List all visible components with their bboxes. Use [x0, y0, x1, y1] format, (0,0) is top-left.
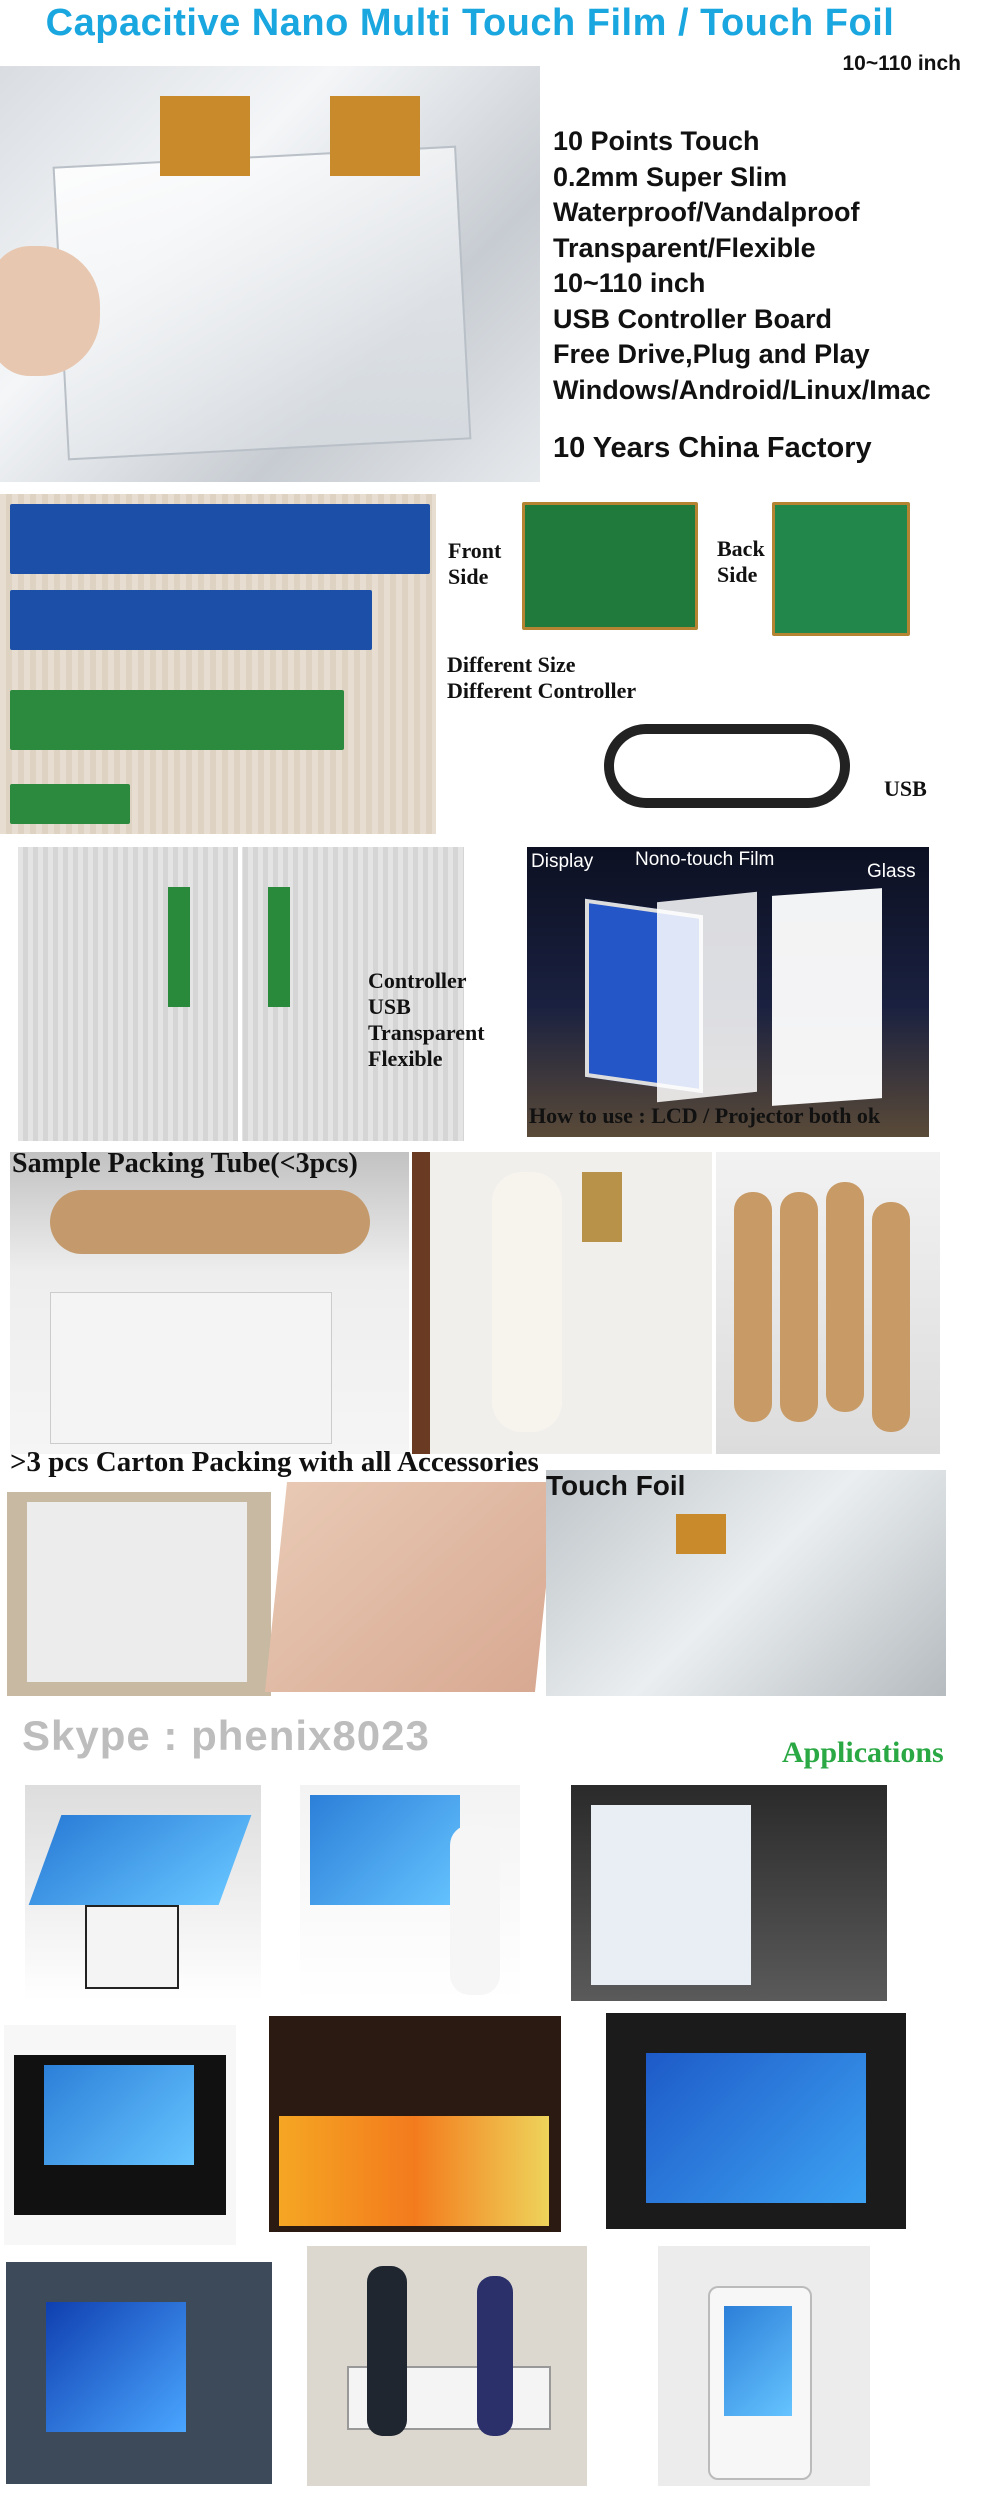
- controller-boards-photo: [0, 494, 436, 834]
- person-shape: [367, 2266, 407, 2436]
- pcb-strip: [10, 690, 344, 750]
- feature-item: 0.2mm Super Slim: [553, 161, 788, 192]
- touch-film-photo: [0, 66, 540, 482]
- fpc-tail-shape: [676, 1514, 726, 1554]
- application-photo: [300, 1785, 520, 2001]
- back-side-label: Back Side: [717, 536, 765, 587]
- sample-packing-photo: [10, 1152, 409, 1454]
- accessory-bag-shape: [582, 1172, 622, 1242]
- feature-item: Waterproof/Vandalproof: [553, 197, 860, 227]
- screen-shape: [591, 1805, 751, 1985]
- feature-item: 10~110 inch: [553, 268, 706, 298]
- screen-shape: [646, 2053, 866, 2203]
- hand-shape: [0, 246, 100, 376]
- screen-shape: [28, 1815, 252, 1905]
- tube-shape: [872, 1202, 910, 1432]
- packing-tube-shape: [50, 1190, 370, 1254]
- carton-open-photo: [7, 1492, 271, 1696]
- application-photo: [606, 2013, 906, 2229]
- application-photo: [6, 2262, 272, 2484]
- person-shape: [477, 2276, 513, 2436]
- controller-cable-photo: [18, 847, 464, 1141]
- usage-caption: How to use : LCD / Projector both ok: [529, 1103, 881, 1128]
- display-label: Display: [531, 851, 594, 872]
- kiosk-base-shape: [85, 1905, 179, 1989]
- touch-foil-photo: Touch Foil: [546, 1470, 946, 1696]
- controller-board-shape: [268, 887, 290, 1007]
- film-label: Nono-touch Film: [635, 849, 775, 870]
- size-range-note: 10~110 inch: [842, 52, 961, 75]
- pcb-strip: [10, 504, 430, 574]
- usb-cable-photo: [604, 724, 850, 808]
- touch-foil-label: Touch Foil: [546, 1470, 686, 1501]
- screen-shape: [310, 1795, 460, 1905]
- applications-heading: Applications: [782, 1736, 944, 1769]
- feature-item: USB Controller Board: [553, 303, 833, 334]
- touch-film-panel-shape: [657, 891, 757, 1103]
- application-photo: [571, 1785, 887, 2001]
- tubes-photo: [716, 1152, 940, 1454]
- pcb-strip: [10, 590, 372, 650]
- pcb-strip: [10, 784, 130, 824]
- usb-label: USB: [884, 776, 927, 801]
- different-controller-label: Different Size Different Controller: [447, 652, 637, 703]
- controller-features-label: Controller USB Transparent Flexible: [368, 968, 485, 1071]
- application-photo: [25, 1785, 261, 2001]
- screen-shape: [46, 2302, 186, 2432]
- carton-inner-shape: [27, 1502, 247, 1682]
- feature-item: Free Drive,Plug and Play: [553, 339, 870, 369]
- film-sheet-shape: [52, 145, 472, 461]
- controller-back-photo: [772, 502, 910, 636]
- screen-shape: [724, 2306, 792, 2416]
- feature-item: 10 Points Touch: [553, 126, 760, 156]
- sample-packing-heading: Sample Packing Tube(<3pcs): [12, 1148, 358, 1179]
- skype-contact: Skype : phenix8023: [22, 1712, 430, 1759]
- usage-diagram-photo: Display Nono-touch Film Glass: [527, 847, 929, 1137]
- application-photo: [658, 2246, 870, 2486]
- application-photo: [307, 2246, 587, 2486]
- person-shape: [450, 1825, 500, 1995]
- film-roll-shape: [50, 1292, 332, 1444]
- feature-item: Windows/Android/Linux/Imac: [553, 374, 931, 405]
- wrapped-roll-shape: [492, 1172, 562, 1432]
- front-side-label: Front Side: [448, 538, 502, 589]
- page-title: Capacitive Nano Multi Touch Film / Touch…: [45, 2, 895, 44]
- carton-packing-heading: >3 pcs Carton Packing with all Accessori…: [10, 1446, 539, 1478]
- application-photo: [4, 2025, 236, 2245]
- tube-shape: [826, 1182, 864, 1412]
- carton-closed-photo: [264, 1482, 558, 1692]
- feature-list: 10 Points Touch 0.2mm Super Slim Waterpr…: [553, 124, 931, 408]
- tube-shape: [780, 1192, 818, 1422]
- feature-item: Transparent/Flexible: [553, 232, 816, 263]
- application-photo: [269, 2016, 561, 2232]
- glass-label: Glass: [867, 861, 916, 882]
- screen-shape: [44, 2065, 194, 2165]
- controller-front-photo: [522, 502, 698, 630]
- photo-divider: [238, 847, 242, 1141]
- factory-note: 10 Years China Factory: [553, 432, 872, 464]
- screen-shape: [279, 2116, 549, 2226]
- tube-contents-photo: [412, 1152, 712, 1454]
- glass-panel-shape: [772, 888, 882, 1106]
- fpc-tail-left: [160, 96, 250, 176]
- fpc-tail-right: [330, 96, 420, 176]
- controller-board-shape: [168, 887, 190, 1007]
- tube-shape: [734, 1192, 772, 1422]
